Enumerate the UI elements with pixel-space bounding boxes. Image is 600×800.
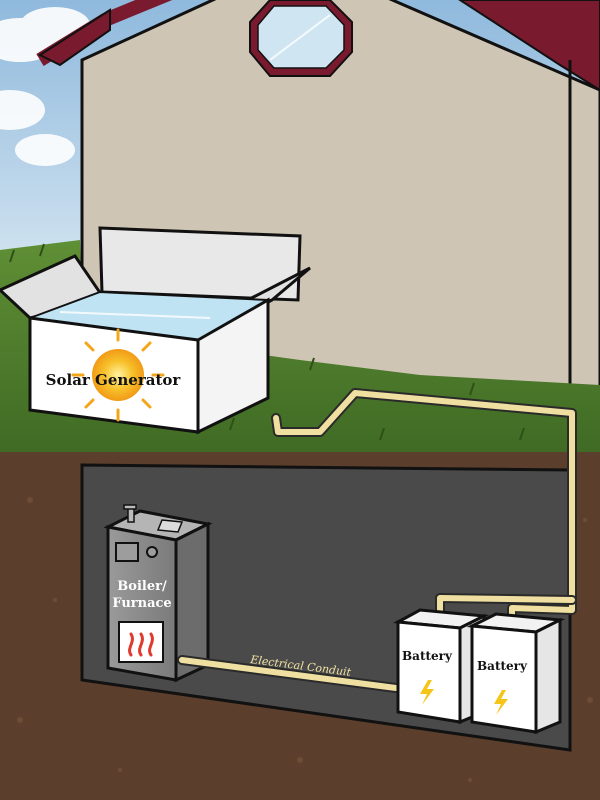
soil-speckles	[17, 497, 593, 782]
electrical-conduit-upper	[271, 388, 577, 627]
sun-icon	[71, 328, 165, 422]
battery-left-label: Battery	[402, 649, 453, 663]
lightning-bolt-icon	[494, 690, 508, 715]
boiler-knob	[146, 546, 158, 558]
octagon-window	[249, 0, 353, 77]
flame-icon	[128, 632, 154, 657]
lightning-bolt-icon	[420, 680, 434, 705]
grass-tufts	[9, 243, 525, 441]
battery-right-label: Battery	[477, 659, 528, 673]
boiler-control-panel	[115, 542, 139, 562]
battery-right	[466, 612, 566, 735]
boiler-label-line2: Furnace	[112, 596, 171, 611]
solar-box-side	[196, 297, 270, 435]
roof-right	[458, 0, 600, 92]
electrical-conduit-lower	[177, 655, 401, 693]
boiler-label-line1: Boiler/	[117, 579, 167, 594]
solar-generator-label: Solar Generator	[46, 371, 182, 389]
roof-left-eave	[37, 8, 111, 67]
